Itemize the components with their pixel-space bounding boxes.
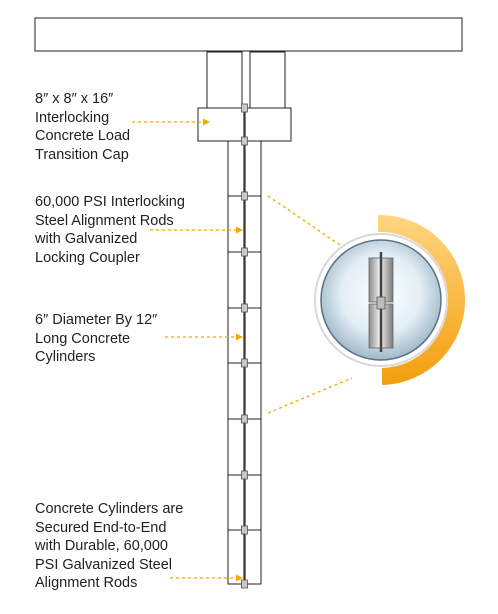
arrowhead — [236, 226, 243, 234]
zoom-coupler — [376, 296, 386, 310]
coupler — [241, 579, 248, 589]
label-secured: Concrete Cylinders are Secured End-to-En… — [35, 501, 184, 591]
label-cylinders: 6″ Diameter By 12″ Long Concrete Cylinde… — [35, 312, 158, 365]
coupler — [241, 470, 248, 480]
coupler — [241, 358, 248, 368]
coupler — [241, 525, 248, 535]
zoom-ring — [378, 214, 466, 385]
coupler — [241, 191, 248, 201]
support-post-left — [206, 51, 243, 109]
arrowhead — [236, 333, 243, 341]
coupler — [241, 414, 248, 424]
leader-arrowheads — [203, 118, 243, 582]
rod-couplers — [241, 103, 248, 589]
zoom-detail — [314, 214, 466, 385]
leader-zoom-top — [267, 195, 341, 246]
coupler — [241, 303, 248, 313]
structure-beam — [34, 17, 463, 52]
coupler — [241, 136, 248, 146]
label-rods: 60,000 PSI Interlocking Steel Alignment … — [35, 194, 185, 266]
support-post-right — [249, 51, 286, 109]
coupler — [241, 247, 248, 257]
arrowhead — [236, 574, 243, 582]
coupler — [241, 103, 248, 113]
leader-lines — [132, 121, 353, 579]
label-cap: 8″ x 8″ x 16″ Interlocking Concrete Load… — [35, 91, 131, 163]
leader-zoom-bottom — [267, 377, 353, 414]
arrowhead — [203, 118, 210, 126]
